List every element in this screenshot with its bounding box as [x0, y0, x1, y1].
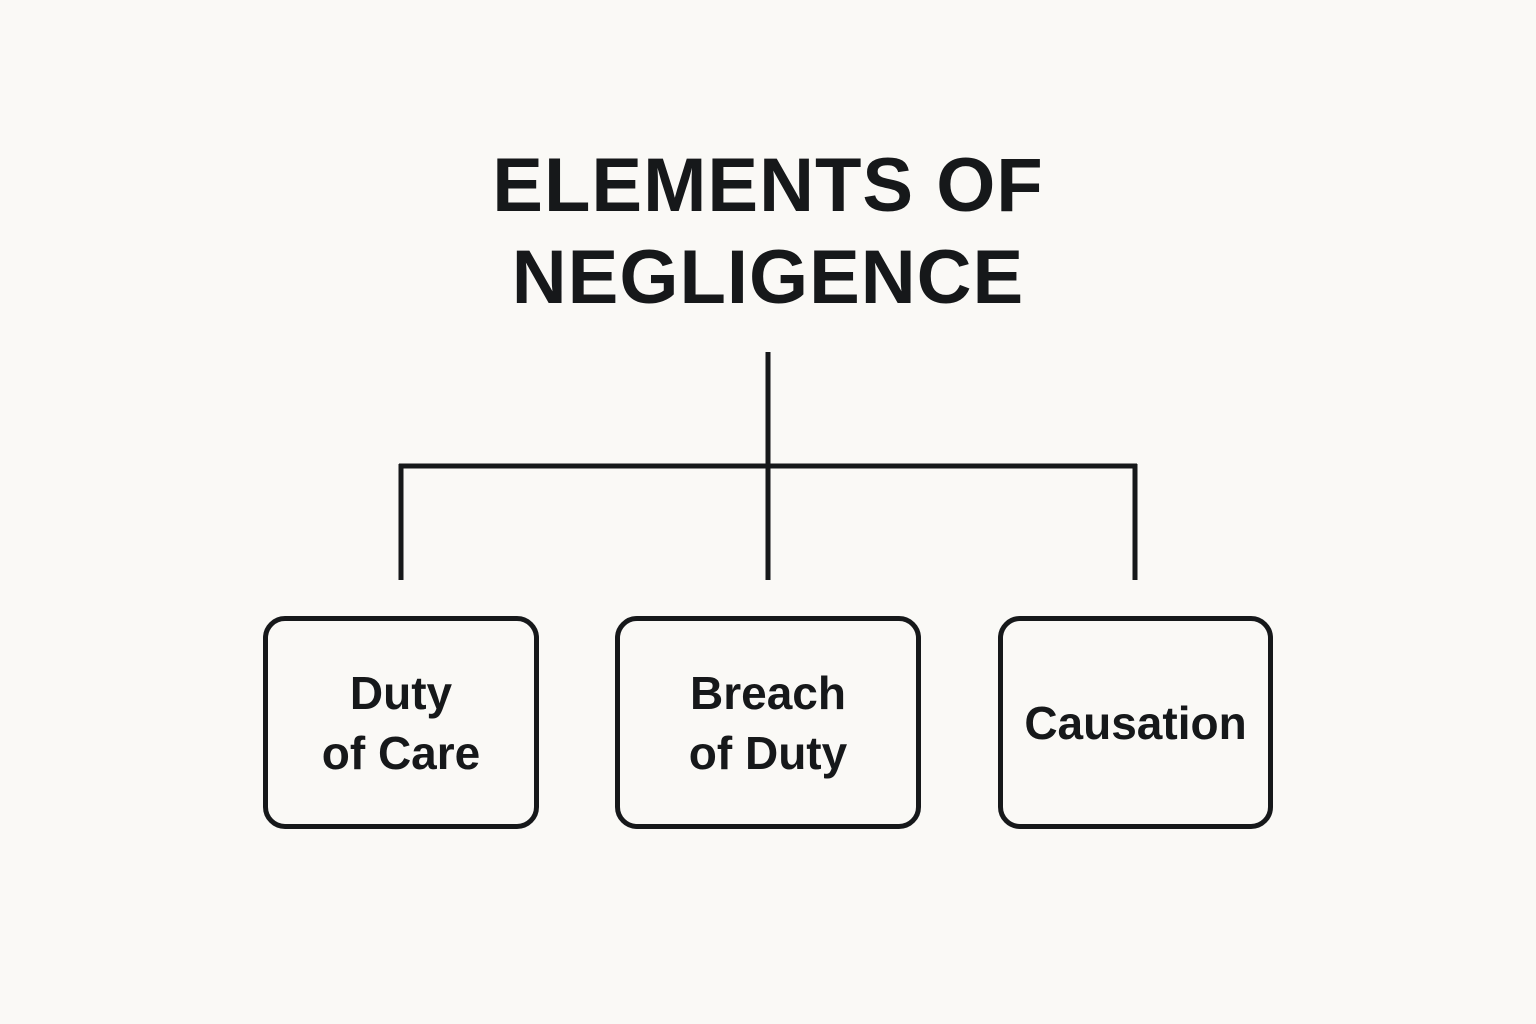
- node-breach-of-duty: Breach of Duty: [615, 616, 921, 829]
- node-label: Duty of Care: [321, 666, 481, 779]
- node-label: Causation: [1024, 696, 1247, 749]
- diagram-title: ELEMENTS OF NEGLIGENCE: [0, 140, 1536, 324]
- node-causation: Causation: [998, 616, 1273, 829]
- node-label: Breach of Duty: [688, 666, 848, 779]
- node-duty-of-care: Duty of Care: [263, 616, 539, 829]
- diagram-title-line-1: ELEMENTS OF: [492, 143, 1044, 228]
- diagram-title-line-2: NEGLIGENCE: [511, 235, 1025, 320]
